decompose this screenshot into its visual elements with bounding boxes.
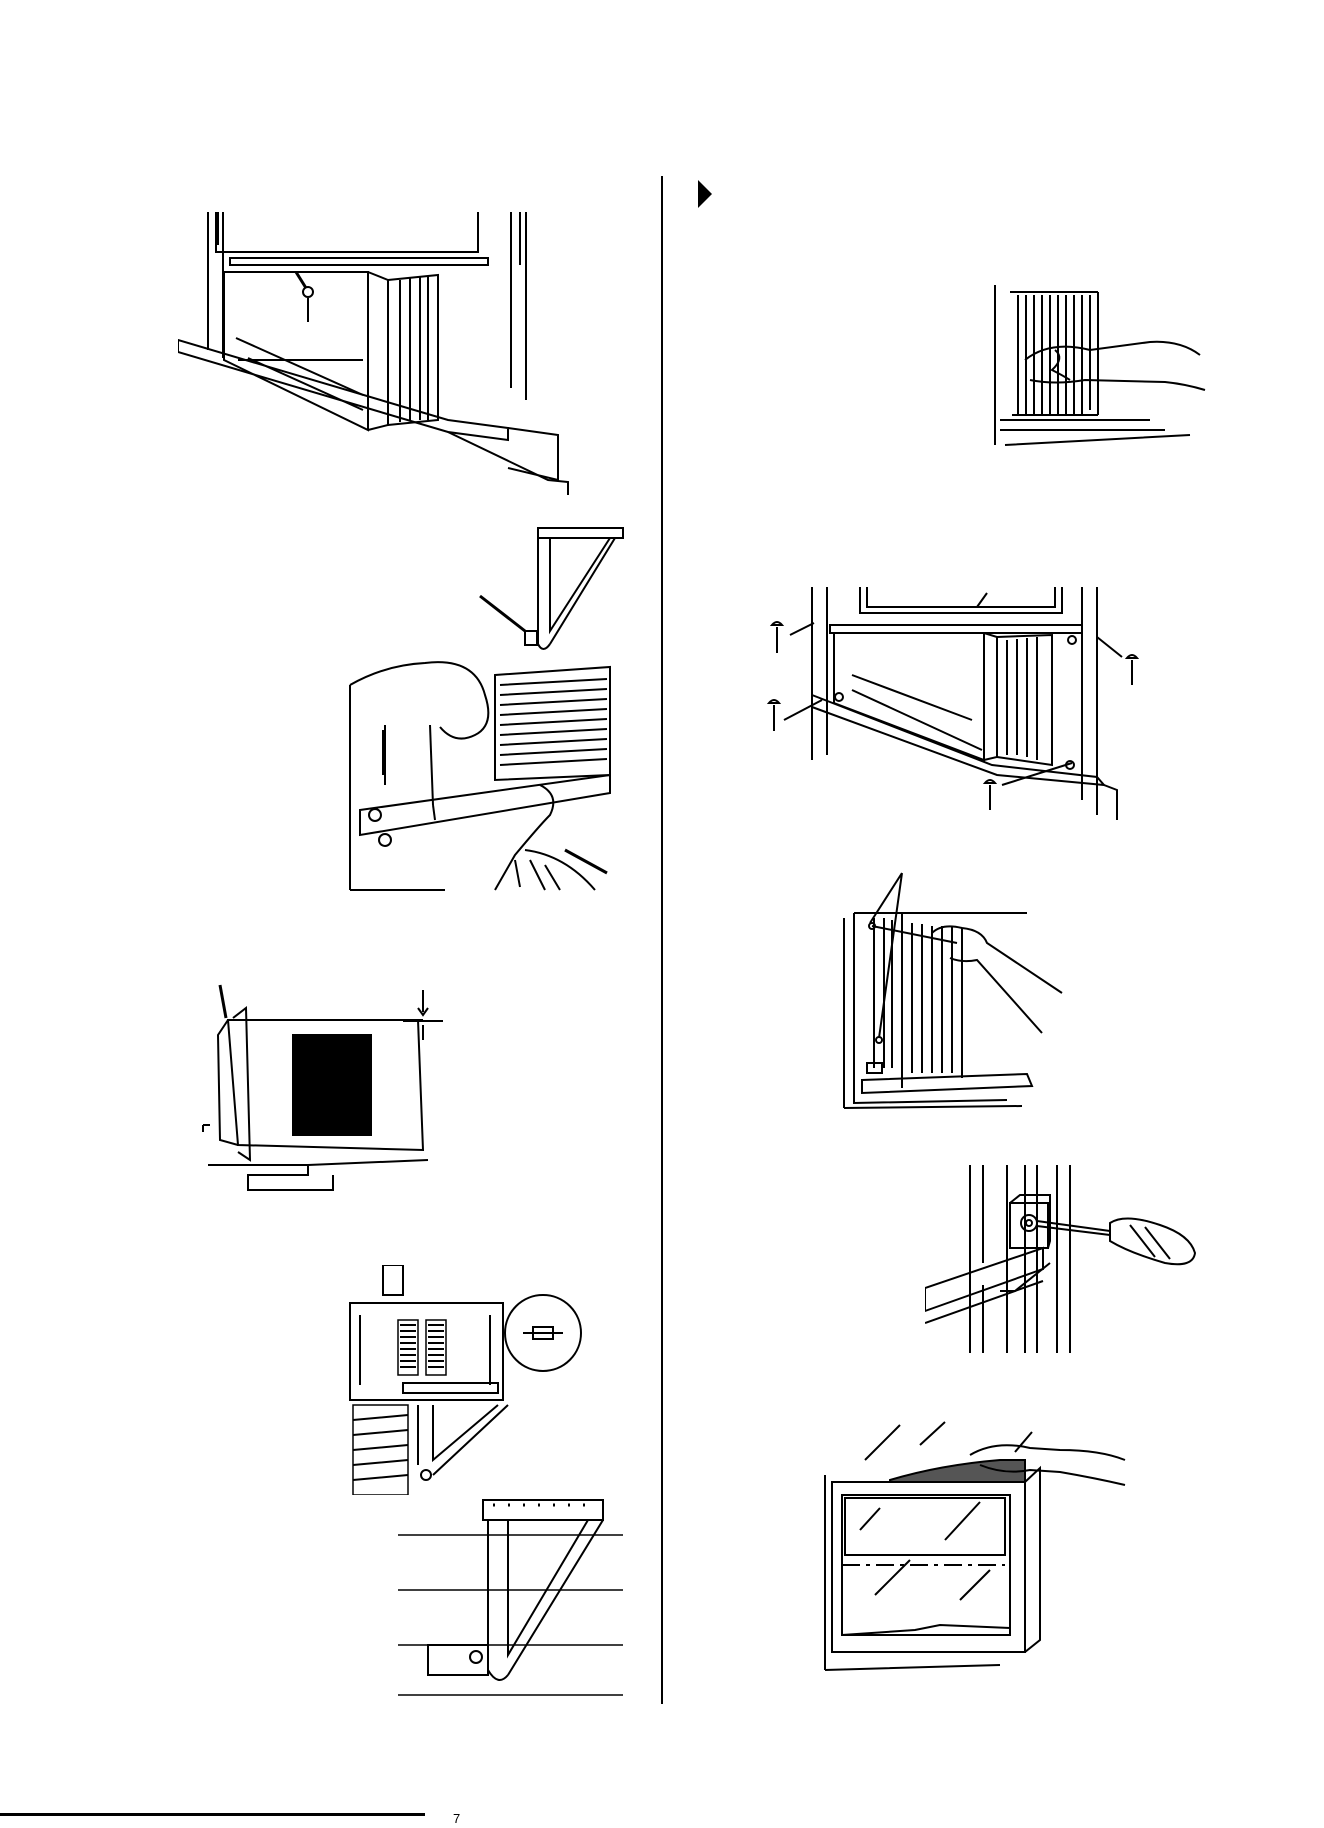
angle-bracket-illustration <box>925 1163 1205 1356</box>
curtain-screw-illustration <box>842 868 1067 1116</box>
hands-screwdriver-illustration <box>345 655 615 895</box>
window-screws-illustration <box>752 585 1147 820</box>
window-frame-illustration <box>178 210 576 495</box>
footer-page-mark: 7 <box>453 1812 460 1825</box>
ac-unit-level-illustration <box>348 1265 598 1495</box>
bracket-wall-illustration <box>398 1495 628 1705</box>
ac-unit-side-illustration <box>198 980 448 1195</box>
section-marker-icon <box>698 180 712 208</box>
support-bracket-illustration <box>475 526 625 656</box>
foam-seal-illustration <box>820 1420 1130 1680</box>
column-divider <box>661 176 663 1704</box>
footer-rule <box>0 1813 425 1816</box>
hand-curtain-illustration <box>990 280 1210 450</box>
